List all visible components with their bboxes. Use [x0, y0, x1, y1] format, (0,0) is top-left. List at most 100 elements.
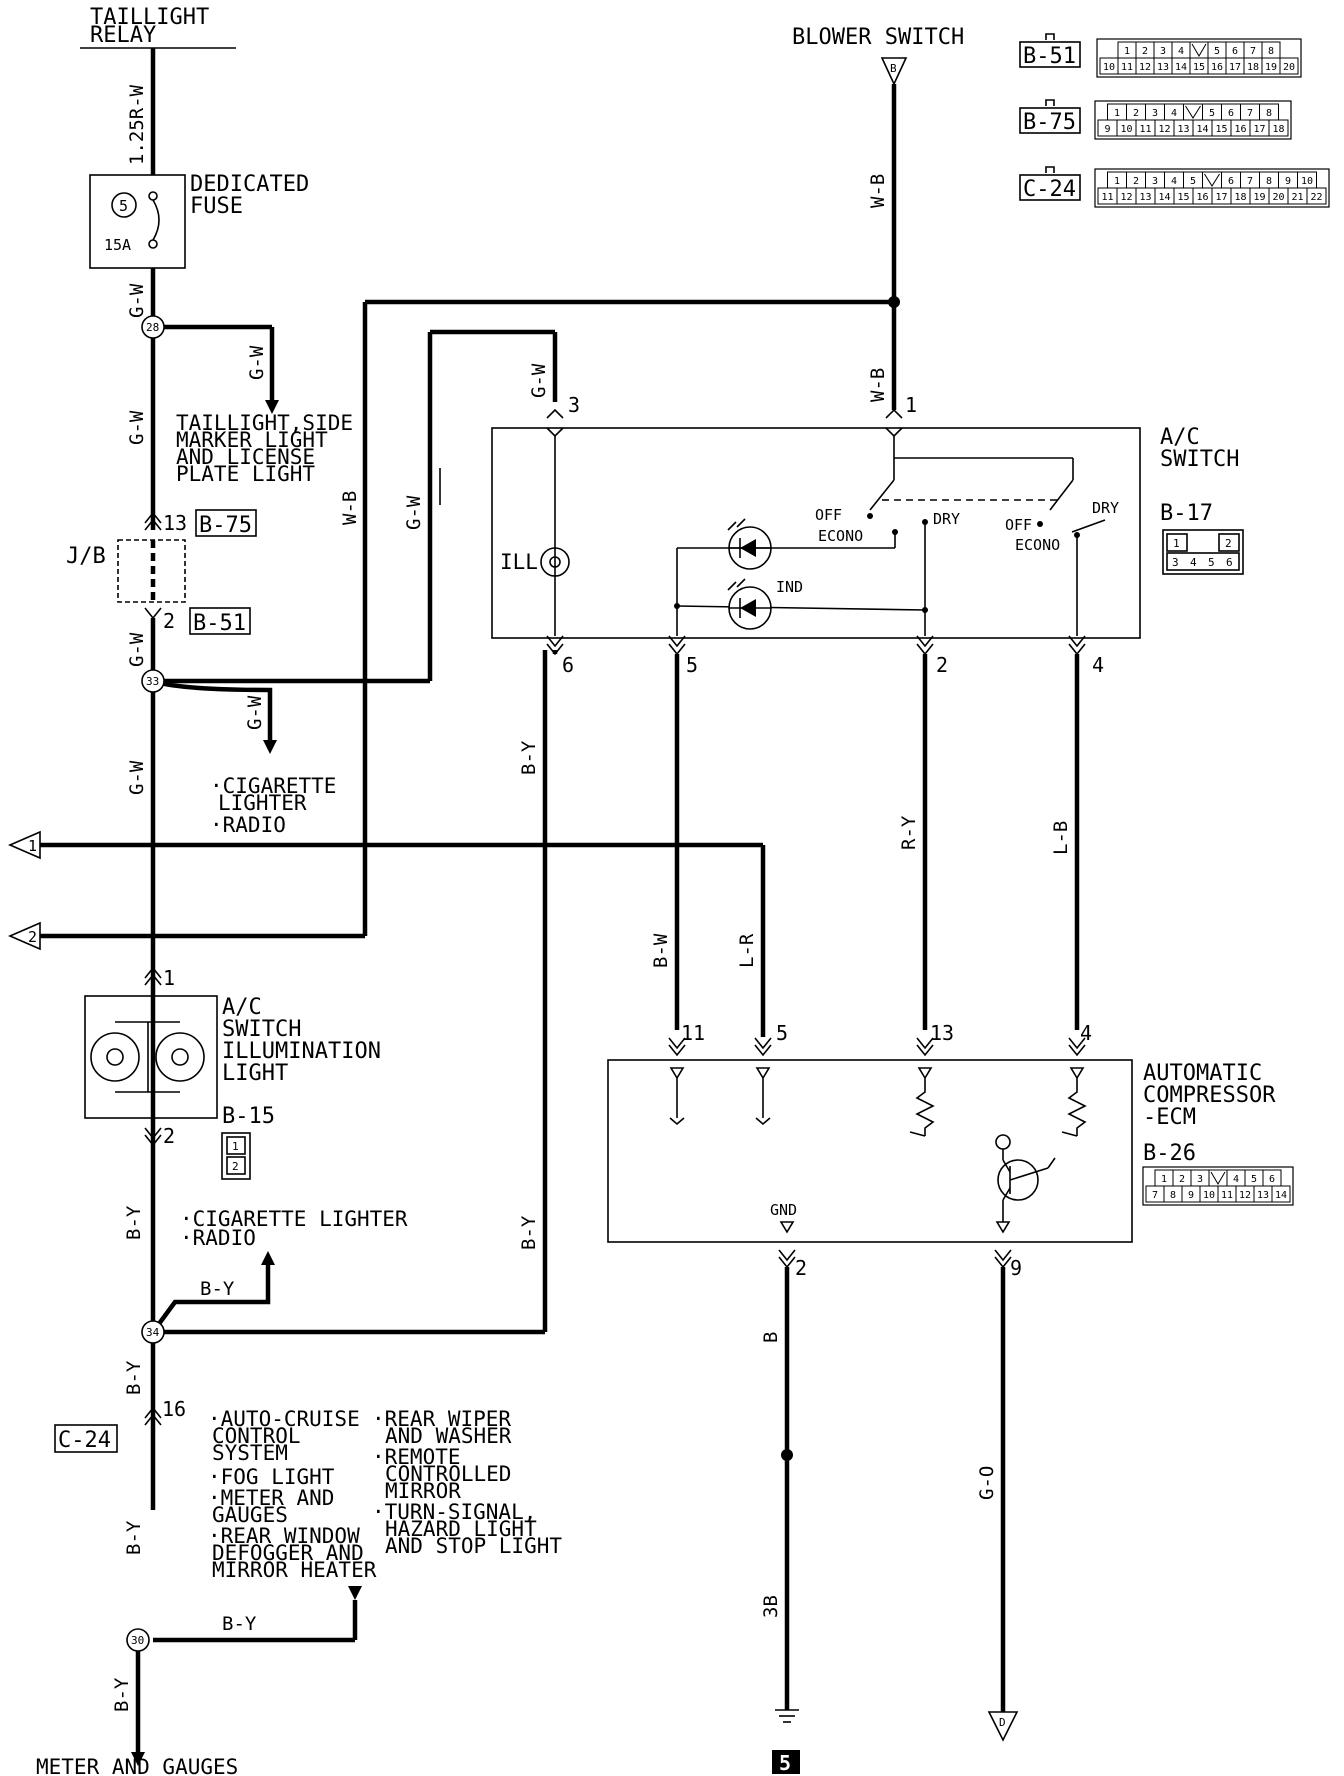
- left-arrow-2: 2: [7, 921, 41, 951]
- label-labels-go: G-O: [976, 1466, 998, 1500]
- label-labels-econo: ECONO: [818, 527, 863, 545]
- label-connector_grids-b17-row2-0: 3: [1172, 556, 1179, 569]
- pin-number: 1: [1161, 1174, 1167, 1185]
- pin-number: 1: [1114, 176, 1120, 187]
- label-labels-list_right-2: ·REMOTE: [372, 1445, 461, 1469]
- pin-number: 19: [1253, 192, 1265, 203]
- label-labels-dedicated_fuse-1: FUSE: [190, 194, 243, 219]
- label-connectors-b75: B-75: [1023, 110, 1076, 135]
- pin-cell: [1268, 119, 1289, 137]
- pin-number: 11: [1101, 192, 1113, 203]
- page-marker: 5: [772, 1750, 800, 1775]
- pin-number: 1: [1114, 108, 1120, 119]
- label-labels-ac_switch_illum-2: ILLUMINATION: [222, 1039, 381, 1064]
- pin-number: 16: [1196, 192, 1208, 203]
- label-labels-wb: W-B: [339, 491, 361, 525]
- label-labels-blower_switch: BLOWER SWITCH: [792, 25, 964, 50]
- pin-number: 5: [1251, 1174, 1257, 1185]
- key-mark: [1185, 105, 1201, 119]
- connector-b51-tag: B-51: [189, 607, 251, 636]
- label-connector_grids-b17-row2-3: 6: [1226, 556, 1233, 569]
- label-connector_grids-b17-row1-0: 1: [1173, 537, 1180, 550]
- pin-number: 18: [1272, 124, 1284, 135]
- label-labels-list_right-1: AND WASHER: [385, 1424, 512, 1448]
- pin-cell: [1271, 1185, 1291, 1203]
- label-labels-ac_switch_illum-0: A/C: [222, 995, 262, 1020]
- label-labels-gw: G-W: [126, 760, 148, 795]
- pin-number: 7: [1247, 108, 1253, 119]
- label-pins-acs_6: 6: [562, 653, 574, 677]
- fuse-rating: 15A: [104, 236, 131, 254]
- ac-switch: 3 1 A/C SWITCH ILL OFF ECONO DRY OFF ECO…: [491, 393, 1244, 677]
- pin-number: 7: [1152, 1190, 1158, 1201]
- pin-number: 18: [1234, 192, 1246, 203]
- ac-switch-illumination-light: 1 2 A/C SWITCH ILLUMINATION LIGHT B-15 1…: [84, 966, 381, 1180]
- load-list-left: ·AUTO-CRUISE CONTROL SYSTEM ·FOG LIGHT ·…: [208, 1407, 377, 1582]
- pin-number: 14: [1196, 124, 1208, 135]
- label-pins-ecm_5: 5: [776, 1021, 788, 1045]
- pin-number: 2: [1133, 176, 1139, 187]
- label-labels-cig_radio_2-0: ·CIGARETTE LIGHTER: [180, 1207, 408, 1231]
- pin-number: 7: [1250, 46, 1256, 57]
- pin-number: 6: [1232, 46, 1238, 57]
- pin-number: 6: [1228, 108, 1234, 119]
- label-labels-ac_switch-1: SWITCH: [1160, 447, 1239, 472]
- pin-number: 13: [1157, 62, 1169, 73]
- label-labels-by: B-Y: [111, 1677, 133, 1712]
- label-labels-ry: R-Y: [898, 815, 920, 850]
- pin-number: 14: [1175, 62, 1187, 73]
- pin-number: 16: [1211, 62, 1223, 73]
- label-labels-list_left-4: ·METER AND: [208, 1486, 334, 1510]
- pin-number: 4: [1233, 1174, 1239, 1185]
- pin-number: 15: [1177, 192, 1189, 203]
- label-labels-ac_switch_illum-1: SWITCH: [222, 1017, 301, 1042]
- pin-number: 4: [1178, 46, 1184, 57]
- label-labels-jb: J/B: [66, 544, 106, 569]
- key-mark: [1210, 1171, 1226, 1185]
- label-connectors-c24: C-24: [1023, 177, 1076, 202]
- pin-number: 11: [1221, 1190, 1233, 1201]
- label-labels-list_right-6: HAZARD LIGHT: [385, 1517, 537, 1541]
- label-labels-lr: L-R: [736, 933, 758, 968]
- pin-number: 6: [1228, 176, 1234, 187]
- junction-block: 13 B-75 J/B 2 B-51: [66, 509, 257, 636]
- taillight-relay: TAILLIGHT RELAY: [80, 5, 236, 49]
- pin-number: 3: [1197, 1174, 1203, 1185]
- label-connectors-b75: B-75: [199, 513, 252, 538]
- label-labels-gw: G-W: [403, 495, 425, 530]
- label-labels-taillight_relay-0: TAILLIGHT: [90, 5, 209, 30]
- fuse-number: 5: [119, 197, 128, 215]
- label-nodes-n33: 33: [146, 675, 159, 688]
- pin-number: 8: [1266, 176, 1272, 187]
- label-pins-jb_2: 2: [163, 609, 175, 633]
- junction-node-28: 28: [141, 315, 279, 414]
- label-nodes-arrow_1: 1: [28, 837, 37, 855]
- pin-number: 9: [1285, 176, 1291, 187]
- label-pins-c24_16: 16: [162, 1397, 186, 1421]
- label-labels-gw: G-W: [126, 283, 148, 318]
- label-labels-taillight_side_marker-1: MARKER LIGHT: [176, 428, 328, 452]
- label-connectors-c24: C-24: [58, 1428, 111, 1453]
- label-pins-illum_2: 2: [163, 1124, 175, 1148]
- label-connectors-b26: B-26: [1143, 1141, 1196, 1166]
- label-labels-list_left-6: ·REAR WINDOW: [208, 1524, 360, 1548]
- label-labels-by: B-Y: [518, 740, 540, 775]
- pin-number: 2: [1142, 46, 1148, 57]
- pin-cell: [1279, 57, 1299, 75]
- label-labels-off: OFF: [815, 506, 842, 524]
- label-pins-illum_1: 1: [163, 966, 175, 990]
- connector-outline: [1094, 100, 1292, 140]
- pin-number: 19: [1265, 62, 1277, 73]
- label-labels-wb: W-B: [867, 368, 889, 402]
- dedicated-fuse: 5 15A DEDICATED FUSE: [89, 172, 309, 269]
- pin-number: 21: [1291, 192, 1303, 203]
- pin-number: 17: [1253, 124, 1265, 135]
- label-labels-gnd: GND: [770, 1201, 797, 1219]
- label-nodes-blower_b: B: [890, 62, 897, 75]
- pin-number: 5: [1214, 46, 1220, 57]
- label-labels-taillight_relay-1: RELAY: [90, 23, 156, 48]
- label-labels-cig_radio_1-0: ·CIGARETTE: [210, 774, 336, 798]
- pin-number: 12: [1158, 124, 1170, 135]
